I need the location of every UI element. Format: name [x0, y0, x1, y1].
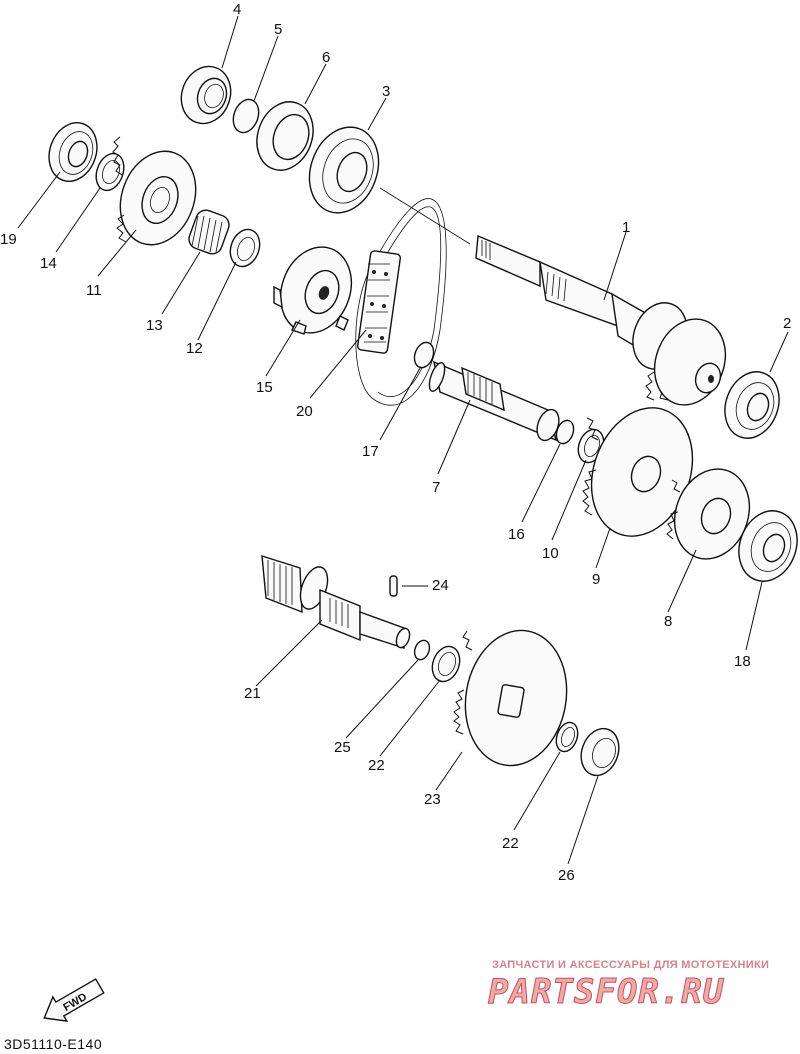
- part-22-washer-lower: [555, 721, 579, 753]
- callout-14: 14: [40, 255, 57, 272]
- part-23-gear: [453, 629, 568, 767]
- callout-22-lower: 22: [502, 835, 519, 852]
- part-7-drive-axle: [428, 360, 560, 442]
- callout-9: 9: [592, 571, 600, 588]
- callout-3: 3: [382, 83, 390, 100]
- callout-numbers: 4 5 6 3 1 2 19 14 11 13 12 15 20 17 7 16…: [0, 1, 791, 884]
- part-1-main-axle: [475, 234, 727, 406]
- callout-2: 2: [783, 315, 791, 332]
- callout-1: 1: [622, 219, 630, 236]
- part-24-pin: [389, 575, 398, 597]
- callout-17: 17: [362, 443, 379, 460]
- callout-6: 6: [322, 49, 330, 66]
- part-2-bearing: [724, 371, 780, 439]
- part-19-bearing: [48, 122, 98, 182]
- part-15-dog-clutch: [273, 246, 353, 335]
- part-3-bearing: [308, 126, 380, 214]
- callout-20: 20: [296, 403, 313, 420]
- part-12-collar: [229, 228, 261, 268]
- part-17-circlip: [413, 341, 435, 369]
- callout-18: 18: [734, 653, 751, 670]
- callout-15: 15: [256, 379, 273, 396]
- part-9-gear: [582, 407, 694, 537]
- fwd-label: FWD: [61, 991, 89, 1014]
- part-6-oil-seal: [256, 101, 314, 171]
- callout-21: 21: [244, 685, 261, 702]
- part-22-washer-upper: [431, 645, 461, 683]
- callout-24: 24: [432, 577, 449, 594]
- callout-19: 19: [0, 231, 17, 248]
- fwd-direction-arrow: FWD: [43, 978, 105, 1023]
- part-4-oil-seal: [180, 65, 232, 125]
- diagram-code: 3D51110-E140: [4, 1036, 103, 1052]
- part-13-needle-bearing: [188, 209, 230, 255]
- part-18-bearing: [738, 510, 798, 582]
- part-8-gear: [666, 468, 751, 560]
- callout-8: 8: [664, 613, 672, 630]
- callout-11: 11: [86, 282, 102, 299]
- part-26-bearing: [580, 727, 620, 777]
- callout-23: 23: [424, 791, 441, 808]
- watermark-caption: ЗАПЧАСТИ И АКСЕССУАРЫ ДЛЯ МОТОТЕХНИКИ: [492, 959, 770, 971]
- callout-5: 5: [274, 21, 282, 38]
- part-5-o-ring: [232, 98, 260, 134]
- leader-lines: [17, 15, 789, 865]
- callout-16: 16: [508, 526, 525, 543]
- callout-13: 13: [146, 317, 163, 334]
- part-20-chain: [355, 198, 447, 406]
- part-11-gear: [112, 136, 197, 246]
- part-21-secondary-shaft: [261, 555, 411, 649]
- callout-10: 10: [542, 545, 559, 562]
- callout-12: 12: [186, 340, 203, 357]
- callout-4: 4: [233, 1, 241, 18]
- callout-22-upper: 22: [368, 757, 385, 774]
- callout-26: 26: [558, 867, 575, 884]
- part-25-circlip: [413, 639, 431, 661]
- callout-25: 25: [334, 739, 351, 756]
- watermark-logo: PARTSFOR.RU: [487, 972, 725, 1013]
- callout-7: 7: [432, 479, 440, 496]
- part-16-circlip: [555, 419, 575, 445]
